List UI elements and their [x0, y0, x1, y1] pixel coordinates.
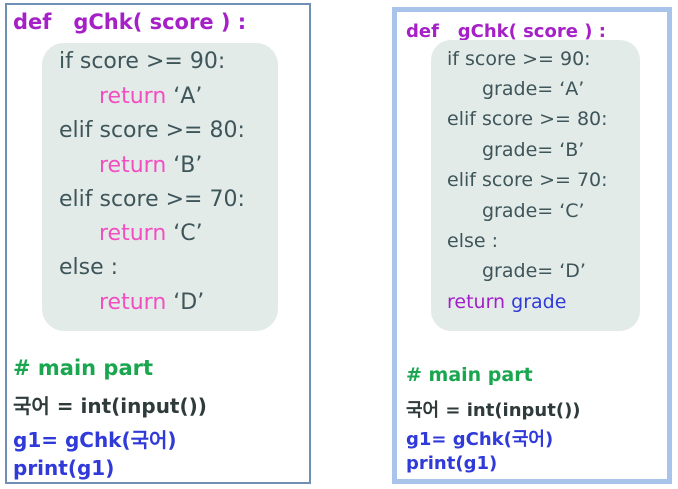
right-return-grade: return grade — [447, 291, 566, 313]
right-input-line: 국어 = int(input()) — [406, 400, 581, 421]
left-print-line: print(g1) — [13, 456, 115, 480]
left-return-b: return ‘B’ — [99, 153, 202, 178]
right-main-comment: # main part — [406, 364, 533, 386]
right-grade-b: grade= ‘B’ — [482, 139, 585, 161]
return-value: ‘C’ — [173, 221, 203, 246]
right-def-line: def gChk( score ) : — [406, 21, 606, 42]
return-value: ‘D’ — [173, 290, 205, 315]
right-else: else : — [447, 230, 498, 252]
left-return-a: return ‘A’ — [99, 84, 202, 109]
left-input-line: 국어 = int(input()) — [13, 394, 207, 418]
left-code-panel: def gChk( score ) : if score >= 90: retu… — [5, 3, 311, 484]
return-keyword: return — [99, 290, 167, 315]
return-keyword: return — [99, 221, 167, 246]
left-return-c: return ‘C’ — [99, 221, 203, 246]
right-if-90: if score >= 90: — [447, 48, 591, 70]
return-keyword: return — [99, 84, 167, 109]
right-code-panel: def gChk( score ) : if score >= 90: grad… — [392, 7, 672, 484]
left-g1-line: g1= gChk(국어) — [13, 428, 177, 452]
left-def-line: def gChk( score ) : — [13, 10, 247, 34]
left-if-90: if score >= 90: — [59, 49, 226, 74]
left-main-comment: # main part — [13, 356, 154, 380]
left-elif-70: elif score >= 70: — [59, 187, 245, 212]
left-function-body — [42, 43, 278, 331]
return-value: ‘B’ — [173, 153, 203, 178]
right-grade-d: grade= ‘D’ — [482, 260, 586, 282]
right-grade-c: grade= ‘C’ — [482, 200, 585, 222]
right-grade-a: grade= ‘A’ — [482, 78, 585, 100]
right-elif-70: elif score >= 70: — [447, 169, 608, 191]
return-value: ‘A’ — [173, 84, 203, 109]
left-return-d: return ‘D’ — [99, 290, 204, 315]
right-print-line: print(g1) — [406, 453, 498, 474]
return-keyword: return — [447, 291, 506, 313]
return-keyword: return — [99, 153, 167, 178]
right-elif-80: elif score >= 80: — [447, 108, 608, 130]
right-g1-line: g1= gChk(국어) — [406, 429, 554, 450]
return-variable: grade — [511, 291, 567, 313]
right-function-body — [431, 40, 640, 331]
left-elif-80: elif score >= 80: — [59, 118, 245, 143]
left-else: else : — [59, 255, 119, 280]
